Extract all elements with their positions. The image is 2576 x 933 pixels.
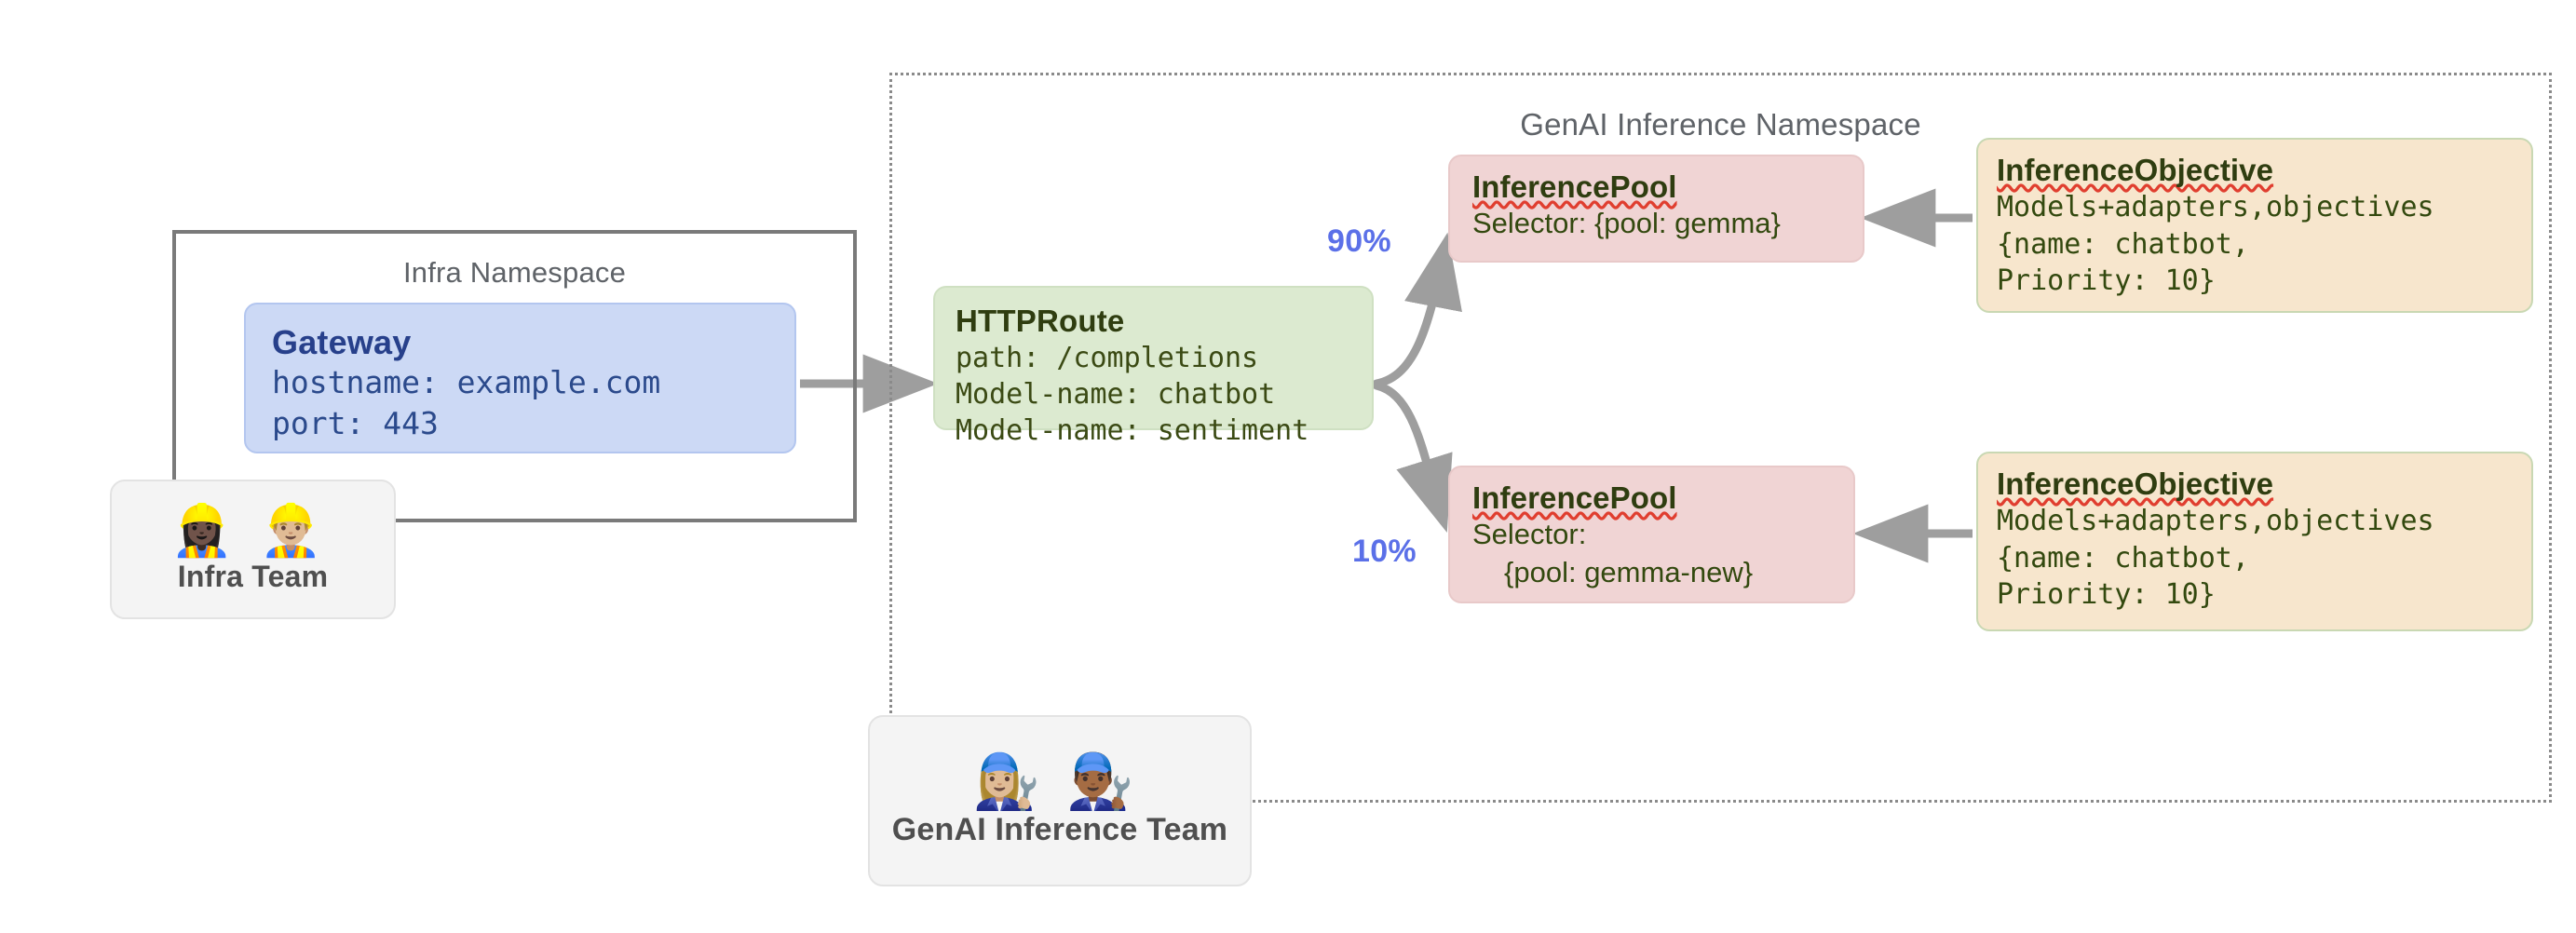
- httproute-title: HTTPRoute: [956, 304, 1125, 338]
- httproute-path: path: /completions: [956, 341, 1259, 374]
- construction-worker-woman-emoji: 👷🏿‍♀️: [170, 500, 247, 560]
- inferencepool-gemma-new-selector-value: {pool: gemma-new}: [1504, 555, 1754, 588]
- inferencepool-gemma-title: InferencePool: [1472, 169, 1677, 204]
- gateway-port: port: 443: [272, 405, 439, 442]
- inferenceobjective-bottom-priority-line: Priority: 10}: [1997, 578, 2216, 612]
- inferencepool-gemma-selector: Selector: {pool: gemma}: [1472, 207, 1781, 240]
- gateway-hostname: hostname: example.com: [272, 364, 661, 401]
- genai-namespace-label: GenAI Inference Namespace: [1520, 107, 1921, 142]
- inferenceobjective-bottom-title: InferenceObjective: [1997, 466, 2274, 501]
- infra-team-label: Infra Team: [177, 559, 329, 593]
- construction-worker-man-emoji: 👷🏼‍♂️: [259, 500, 335, 560]
- httproute-card[interactable]: HTTPRoute path: /completions Model-name:…: [933, 286, 1374, 447]
- mechanic-woman-emoji: 👩🏼‍🔧: [972, 749, 1053, 813]
- gateway-title: Gateway: [272, 323, 412, 361]
- gateway-card[interactable]: Gateway hostname: example.com port: 443: [244, 303, 796, 453]
- httproute-model-name-sentiment: Model-name: sentiment: [956, 413, 1309, 447]
- inferenceobjective-bottom-models-line: Models+adapters,objectives: [1997, 504, 2434, 537]
- mechanic-man-emoji: 👨🏾‍🔧: [1066, 749, 1147, 813]
- inferencepool-gemma-new-card[interactable]: InferencePool Selector: {pool: gemma-new…: [1448, 466, 1855, 603]
- inferencepool-gemma-new-title: InferencePool: [1472, 480, 1677, 515]
- traffic-weight-10: 10%: [1352, 534, 1417, 569]
- inferenceobjective-bottom-name-line: {name: chatbot,: [1997, 541, 2249, 575]
- inferenceobjective-bottom-card[interactable]: InferenceObjective Models+adapters,objec…: [1976, 452, 2533, 631]
- genai-inference-team-label: GenAI Inference Team: [891, 811, 1228, 847]
- inferenceobjective-top-title: InferenceObjective: [1997, 153, 2274, 187]
- genai-team-avatars: 👩🏼‍🔧 👨🏾‍🔧: [973, 754, 1146, 808]
- genai-inference-team-card[interactable]: 👩🏼‍🔧 👨🏾‍🔧 GenAI Inference Team: [868, 715, 1252, 886]
- inferenceobjective-top-priority-line: Priority: 10}: [1997, 264, 2216, 298]
- inferencepool-gemma-new-selector-label: Selector:: [1472, 518, 1587, 551]
- inferenceobjective-top-name-line: {name: chatbot,: [1997, 227, 2249, 261]
- inferenceobjective-top-models-line: Models+adapters,objectives: [1997, 190, 2434, 223]
- httproute-model-name-chatbot: Model-name: chatbot: [956, 377, 1276, 411]
- infra-namespace-label: Infra Namespace: [402, 256, 627, 289]
- infra-team-avatars: 👷🏿‍♀️ 👷🏼‍♂️: [170, 500, 335, 560]
- infra-team-card[interactable]: 👷🏿‍♀️ 👷🏼‍♂️ Infra Team: [110, 480, 396, 619]
- inferencepool-gemma-card[interactable]: InferencePool Selector: {pool: gemma}: [1448, 155, 1864, 263]
- traffic-weight-90: 90%: [1327, 223, 1391, 259]
- genai-namespace-container: GenAI Inference Namespace: [889, 73, 2552, 803]
- infra-namespace-container: Infra Namespace: [172, 230, 857, 522]
- inferenceobjective-top-card[interactable]: InferenceObjective Models+adapters,objec…: [1976, 138, 2533, 313]
